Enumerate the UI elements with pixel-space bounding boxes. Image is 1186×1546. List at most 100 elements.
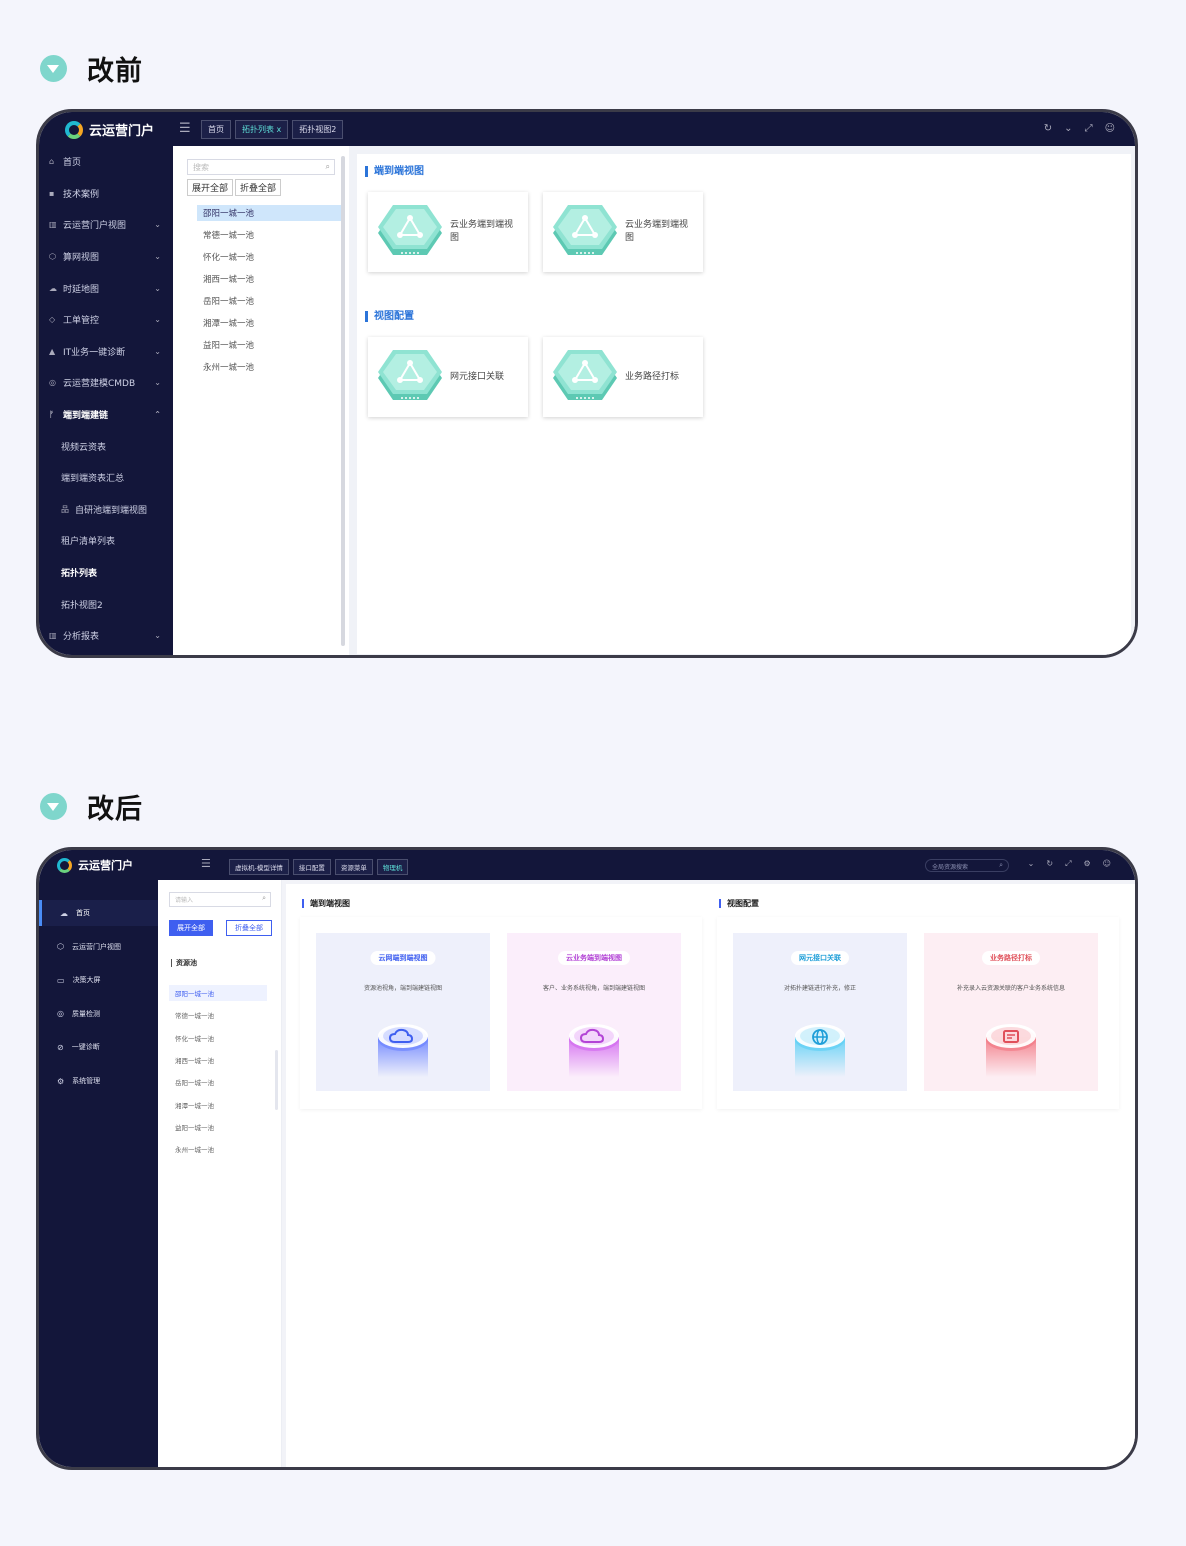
card-title: 云业务端到端视图 <box>558 951 630 965</box>
after-title: 改后 <box>87 794 143 825</box>
tree-scrollbar[interactable] <box>341 156 345 646</box>
sidebar-item[interactable]: ⬡云运营门户视图 <box>39 934 158 960</box>
tree-node[interactable]: 怀化一城一池 <box>203 253 255 263</box>
tree-node[interactable]: 怀化一城一池 <box>175 1034 214 1043</box>
sidebar-item[interactable]: ⊘一键诊断 <box>39 1034 158 1060</box>
tab-item[interactable]: 虚拟机-模型详情 <box>229 859 289 875</box>
chevron-down-icon: ⌄ <box>154 346 161 356</box>
chevron-down-icon: ⌄ <box>154 283 161 293</box>
sidebar-item-label: 首页 <box>76 909 90 917</box>
sidebar-item[interactable]: ☁时延地图⌄ <box>39 272 173 304</box>
section-title: 端到端视图 <box>302 899 350 908</box>
tab-item[interactable]: 拓扑列表 x <box>235 120 289 139</box>
chart-icon: ▥ <box>49 220 57 230</box>
sidebar-item-label: 自研池端到端视图 <box>75 505 148 516</box>
sidebar-item[interactable]: 品自研池端到端视图 <box>39 494 173 526</box>
card-description: 客户、业务系统视角，端到端建链视图 <box>542 985 645 992</box>
branch-icon: ᚠ <box>49 410 54 420</box>
sidebar-item[interactable]: ▪技术案例 <box>39 178 173 210</box>
sidebar-item[interactable]: 拓扑列表 <box>39 557 173 589</box>
menu-toggle-icon[interactable]: ☰ <box>201 857 211 870</box>
tab-item[interactable]: 接口配置 <box>292 859 331 875</box>
view-card[interactable]: 业务路径打标 <box>543 337 703 417</box>
sidebar-item-label: 端到端资表汇总 <box>61 474 125 485</box>
tree-node[interactable]: 邵阳一城一池 <box>197 205 341 221</box>
sidebar-item[interactable]: ◇工单管控⌄ <box>39 304 173 336</box>
sidebar-item[interactable]: ◎质量检测 <box>39 1001 158 1027</box>
view-card[interactable]: 业务路径打标补充录入云资源关联的客户业务系统信息 <box>924 933 1098 1091</box>
tree-node[interactable]: 湘西一城一池 <box>203 275 255 285</box>
tree-node[interactable]: 湘潭一城一池 <box>203 319 255 329</box>
sidebar-item[interactable]: ▥分析报表⌄ <box>39 620 173 652</box>
gear-icon[interactable]: ⚙ <box>1083 859 1091 868</box>
tree-node[interactable]: 永州一城一池 <box>175 1146 214 1155</box>
tree-search-input[interactable]: 请输入 ⌕ <box>169 892 271 907</box>
sidebar-item[interactable]: ☁首页 <box>39 900 158 926</box>
menu-toggle-icon[interactable]: ☰ <box>179 121 191 136</box>
tree-node[interactable]: 岳阳一城一池 <box>203 297 255 307</box>
tab-item[interactable]: 物理机 <box>376 859 409 875</box>
sidebar-item[interactable]: ▭决策大屏 <box>39 967 158 993</box>
user-icon[interactable]: ☺ <box>1104 123 1115 134</box>
sidebar-item[interactable]: ⚙系统管理 <box>39 1068 158 1094</box>
globe-icon <box>795 1024 845 1077</box>
view-card[interactable]: 云网端到端视图资源池视角，端到端建链视图 <box>316 933 490 1091</box>
diamond-icon: ◇ <box>49 315 56 325</box>
tab-item[interactable]: 拓扑视图2 <box>292 120 344 139</box>
globe-icon: ◎ <box>49 378 56 388</box>
tree-search-input[interactable]: 搜索 ⌕ <box>187 159 335 175</box>
collapse-all-button[interactable]: 折叠全部 <box>226 920 272 936</box>
sidebar-item[interactable]: ⌂首页 <box>39 146 173 178</box>
topology-icon <box>553 205 617 255</box>
refresh-icon[interactable]: ↻ <box>1046 859 1054 868</box>
view-card[interactable]: 云业务端到端视图 <box>368 192 528 272</box>
tree-node[interactable]: 湘西一城一池 <box>175 1056 214 1065</box>
tree-node[interactable]: 永州一城一池 <box>203 363 255 373</box>
sidebar-item[interactable]: 端到端资表汇总 <box>39 462 173 494</box>
card-label: 网元接口关联 <box>450 371 505 382</box>
view-card[interactable]: 云业务端到端视图 <box>543 192 703 272</box>
card-description: 补充录入云资源关联的客户业务系统信息 <box>956 985 1065 992</box>
tree-node[interactable]: 益阳一城一池 <box>175 1123 214 1132</box>
chevron-down-icon[interactable]: ⌄ <box>1064 123 1073 134</box>
gear-icon: ⚙ <box>57 1076 65 1086</box>
view-card[interactable]: 网元接口关联 <box>368 337 528 417</box>
tab-item[interactable]: 资源菜单 <box>334 859 373 875</box>
tree-node[interactable]: 邵阳一城一池 <box>169 985 267 1001</box>
expand-all-button[interactable]: 展开全部 <box>187 179 234 196</box>
logo-icon <box>65 120 83 139</box>
logo-icon <box>57 857 72 873</box>
tree-node[interactable]: 常德一城一池 <box>175 1012 214 1021</box>
tree-node[interactable]: 湘潭一城一池 <box>175 1101 214 1110</box>
view-card[interactable]: 云业务端到端视图客户、业务系统视角，端到端建链视图 <box>507 933 681 1091</box>
sidebar-item[interactable]: 租户清单列表 <box>39 525 173 557</box>
fullscreen-icon[interactable]: ⤢ <box>1065 859 1072 868</box>
topology-icon <box>378 350 442 400</box>
sidebar-item[interactable]: 拓扑视图2 <box>39 588 173 620</box>
expand-all-button[interactable]: 展开全部 <box>169 920 213 936</box>
view-card[interactable]: 网元接口关联对拓扑建链进行补充，修正 <box>733 933 907 1091</box>
tree-node[interactable]: 益阳一城一池 <box>203 341 255 351</box>
sidebar-item[interactable]: ▥云运营门户视图⌄ <box>39 209 173 241</box>
sidebar-item-label: 分析报表 <box>63 632 100 643</box>
sidebar-item[interactable]: ◎云运营建模CMDB⌄ <box>39 367 173 399</box>
tree-scrollbar[interactable] <box>275 1050 278 1110</box>
sidebar-item[interactable]: ▲IT业务一键诊断⌄ <box>39 336 173 368</box>
global-search-input[interactable]: 全局资源搜索 ⌕ <box>925 859 1009 872</box>
tree-node[interactable]: 岳阳一城一池 <box>175 1079 214 1088</box>
collapse-all-button[interactable]: 折叠全部 <box>235 179 282 196</box>
user-icon[interactable]: ☺ <box>1102 859 1111 868</box>
sidebar-item[interactable]: 视频云资表 <box>39 430 173 462</box>
chevron-down-icon[interactable]: ⌄ <box>1027 859 1035 868</box>
refresh-icon[interactable]: ↻ <box>1043 123 1053 134</box>
monitor-icon: ▭ <box>57 975 65 985</box>
after-tree-pane: 请输入 ⌕ 展开全部 折叠全部 资源池 邵阳一城一池常德一城一池怀化一城一池湘西… <box>158 880 282 1467</box>
cloud-icon: ☁ <box>49 283 57 293</box>
app-name: 云运营门户 <box>89 124 155 139</box>
tree-node[interactable]: 常德一城一池 <box>203 231 255 241</box>
tab-item[interactable]: 首页 <box>201 120 231 139</box>
fullscreen-icon[interactable]: ⤢ <box>1084 123 1093 134</box>
sidebar-item[interactable]: ⬡算网视图⌄ <box>39 241 173 273</box>
